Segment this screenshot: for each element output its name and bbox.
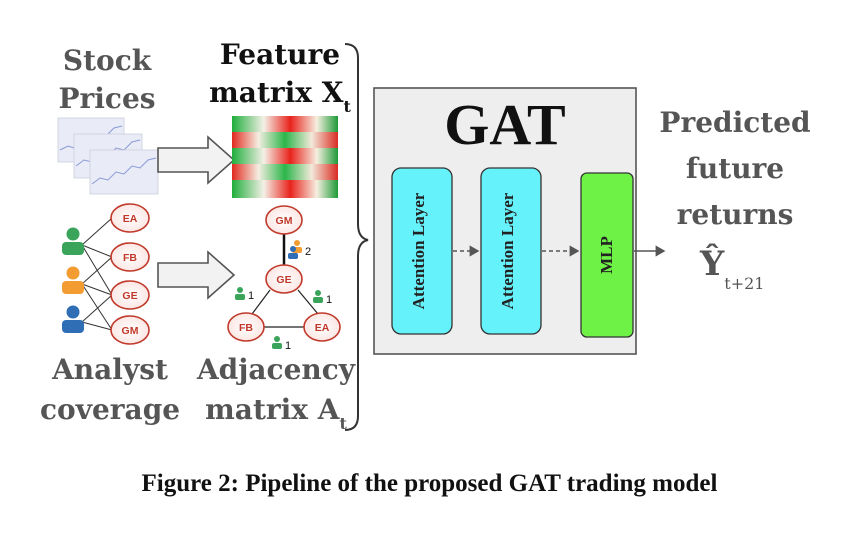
predicted-line2: future	[685, 152, 785, 185]
svg-text:GE: GE	[122, 290, 137, 302]
stock-prices-line1: Stock	[62, 44, 152, 77]
predicted-line1: Predicted	[659, 106, 811, 139]
analyst-line2: coverage	[40, 393, 181, 426]
attention-layer-2-label: Attention Layer	[498, 192, 517, 309]
svg-text:EA: EA	[123, 213, 138, 225]
coverage-node-ea: EA	[110, 203, 150, 233]
svg-text:1: 1	[285, 340, 291, 352]
graph-node-gm: GM	[265, 205, 303, 235]
svg-text:1: 1	[248, 290, 254, 302]
graph-node-ge: GE	[265, 264, 303, 294]
edge-weight-fb-ea: 1	[272, 336, 291, 352]
svg-text:GE: GE	[276, 274, 291, 286]
coverage-node-ge: GE	[110, 280, 150, 310]
svg-text:FB: FB	[239, 322, 253, 334]
predicted-returns-label: Predicted future returns	[650, 100, 820, 238]
svg-text:2: 2	[305, 246, 311, 258]
analyst-coverage-graph: EA FB GE GM	[62, 203, 150, 345]
stock-to-feature-arrow	[157, 135, 236, 185]
gat-title: GAT	[444, 92, 566, 157]
edge-weight-gm-ge: 2	[288, 240, 311, 259]
y-subscript: t+21	[724, 274, 765, 293]
svg-text:FB: FB	[123, 252, 137, 264]
stock-prices-label: Stock Prices	[52, 42, 162, 118]
attention-layer-1	[391, 167, 453, 335]
mlp-layer	[580, 172, 634, 338]
coverage-node-fb: FB	[110, 242, 150, 272]
y-hat-symbol: Ŷt+21	[700, 244, 765, 293]
adjacency-graph: GM GE FB EA 2 1 1 1	[227, 205, 341, 352]
feature-subscript: t	[343, 97, 351, 116]
feature-matrix-heatmap	[232, 116, 338, 198]
figure-caption: Figure 2: Pipeline of the proposed GAT t…	[141, 470, 718, 497]
feature-line1: Feature	[219, 38, 341, 71]
mlp-label: MLP	[597, 236, 616, 274]
edge-weight-ge-fb: 1	[235, 287, 254, 302]
attention-layer-2	[480, 167, 542, 335]
stock-prices-line2: Prices	[58, 82, 156, 115]
analyst-line1: Analyst	[52, 353, 168, 386]
svg-text:GM: GM	[276, 215, 293, 227]
adjacency-matrix-label: Adjacency matrix At	[196, 350, 356, 434]
analyst-coverage-label: Analyst coverage	[40, 350, 180, 430]
y-hat: Ŷ	[700, 244, 725, 284]
coverage-to-adjacency-arrow	[157, 250, 236, 300]
curly-brace	[344, 43, 369, 431]
analyst-green-icon	[62, 227, 84, 255]
analyst-blue-icon	[62, 305, 84, 333]
adjacency-line2: matrix A	[205, 393, 340, 426]
svg-text:1: 1	[326, 294, 332, 306]
analyst-orange-icon	[62, 266, 84, 294]
attention-layer-1-label: Attention Layer	[409, 192, 428, 309]
feature-line2: matrix X	[209, 76, 344, 109]
adjacency-subscript: t	[339, 414, 347, 433]
svg-text:GM: GM	[122, 325, 139, 337]
coverage-node-gm: GM	[110, 315, 150, 345]
graph-node-fb: FB	[227, 312, 265, 342]
svg-text:EA: EA	[315, 322, 330, 334]
adjacency-line1: Adjacency	[196, 353, 356, 386]
feature-matrix-label: Feature matrix Xt	[206, 36, 354, 116]
stock-price-charts	[57, 117, 159, 195]
predicted-line3: returns	[676, 198, 794, 231]
graph-node-ea: EA	[303, 312, 341, 342]
edge-weight-ge-ea: 1	[313, 290, 332, 306]
